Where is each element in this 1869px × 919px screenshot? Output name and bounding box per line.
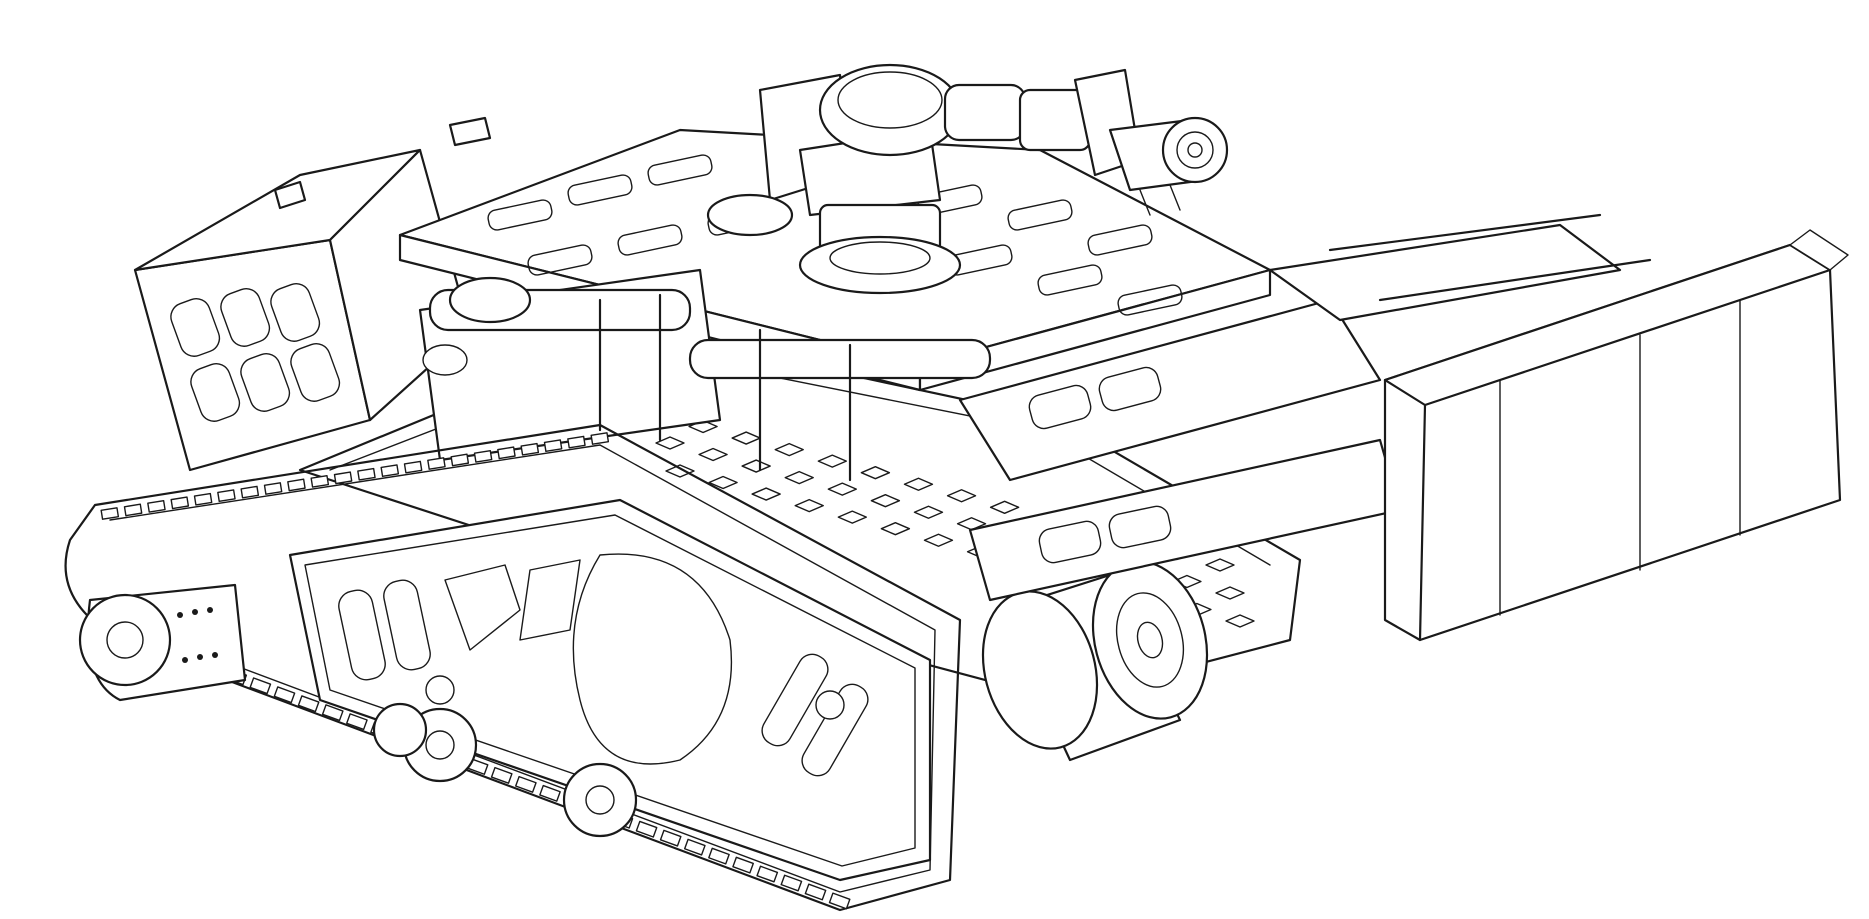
- deck-cutout: [1117, 284, 1183, 316]
- track-lug: [357, 467, 376, 481]
- track-tread-block: [1205, 558, 1235, 572]
- track-tread-block: [870, 493, 901, 508]
- track-lug: [321, 704, 344, 722]
- sensor-turret: [706, 63, 962, 295]
- track-lug: [539, 784, 561, 802]
- track-lug: [193, 492, 213, 506]
- track-tread-block: [903, 477, 934, 491]
- track-lug: [520, 442, 540, 456]
- track-lug: [659, 829, 682, 847]
- camera-arm: [943, 68, 1229, 216]
- track-lug: [249, 677, 272, 695]
- track-tread-block: [774, 442, 804, 457]
- track-lug: [497, 446, 516, 460]
- track-tread-block: [698, 447, 728, 462]
- track-tread-block: [741, 459, 771, 473]
- track-lug: [514, 775, 537, 793]
- track-tread-block: [880, 521, 911, 536]
- deck-cutout: [1087, 224, 1153, 256]
- deck-cutout: [1037, 264, 1103, 296]
- track-lug: [380, 464, 400, 478]
- track-lug: [780, 874, 803, 892]
- track-tread-block: [989, 500, 1020, 515]
- track-lug: [732, 856, 754, 874]
- track-lug: [170, 496, 190, 510]
- track-tread-block: [946, 489, 977, 503]
- track-lug: [297, 695, 320, 713]
- track-lug: [567, 435, 586, 449]
- track-tread-block: [731, 431, 761, 445]
- track-lug: [543, 439, 563, 453]
- front-bumper: [1383, 229, 1849, 642]
- track-tread-block: [794, 498, 824, 513]
- track-lug: [403, 460, 423, 474]
- track-tread-block: [913, 505, 944, 519]
- track-tread-block: [923, 533, 954, 547]
- track-lug: [427, 457, 446, 470]
- track-tread-block: [708, 475, 738, 490]
- track-lug: [147, 499, 166, 513]
- track-side-plate: [288, 498, 932, 882]
- track-tread-block: [784, 470, 814, 485]
- deck-cutout: [527, 244, 593, 276]
- deck-cutout: [567, 174, 633, 206]
- chassis-frame: [418, 268, 992, 482]
- battery-vent-cutouts: [170, 283, 341, 422]
- road-wheels: [372, 702, 638, 838]
- track-lug: [273, 686, 296, 704]
- track-lug: [310, 474, 330, 488]
- track-tread-block: [665, 464, 695, 478]
- track-lug: [473, 449, 493, 463]
- track-tread-block: [860, 465, 891, 480]
- track-lug: [804, 883, 827, 901]
- deck-cutout: [1007, 199, 1073, 231]
- track-tread-block: [837, 510, 868, 524]
- track-lug: [635, 820, 658, 838]
- deck-cutout: [487, 199, 553, 231]
- track-lug: [123, 503, 143, 517]
- idler-wheel: [78, 583, 247, 702]
- track-lug: [100, 507, 120, 520]
- track-tread-block: [956, 517, 987, 531]
- track-lug: [217, 489, 236, 503]
- track-tread-block: [817, 454, 848, 468]
- deck-cutout: [647, 154, 713, 186]
- track-lug: [828, 892, 851, 910]
- track-lug: [263, 482, 283, 495]
- front-arm-upper: [958, 298, 1382, 482]
- upper-rails: [1268, 213, 1652, 322]
- track-lug: [708, 847, 730, 865]
- track-lug: [756, 865, 779, 883]
- track-tread-block: [1215, 586, 1245, 600]
- track-lug: [683, 838, 706, 856]
- deck-cutout: [617, 224, 683, 256]
- track-lug: [333, 471, 353, 485]
- track-lug: [287, 478, 306, 492]
- track-lug: [240, 485, 260, 499]
- track-tread-block: [751, 487, 781, 501]
- track-lug: [490, 766, 513, 784]
- side-plate-cutouts: [338, 553, 869, 777]
- track-tread-block: [655, 436, 685, 450]
- track-lug: [346, 713, 368, 731]
- drive-motor: [981, 560, 1209, 762]
- track-tread-block: [827, 482, 858, 496]
- track-lug: [590, 432, 610, 445]
- track-lug: [450, 453, 470, 467]
- track-tread-block: [1225, 614, 1255, 628]
